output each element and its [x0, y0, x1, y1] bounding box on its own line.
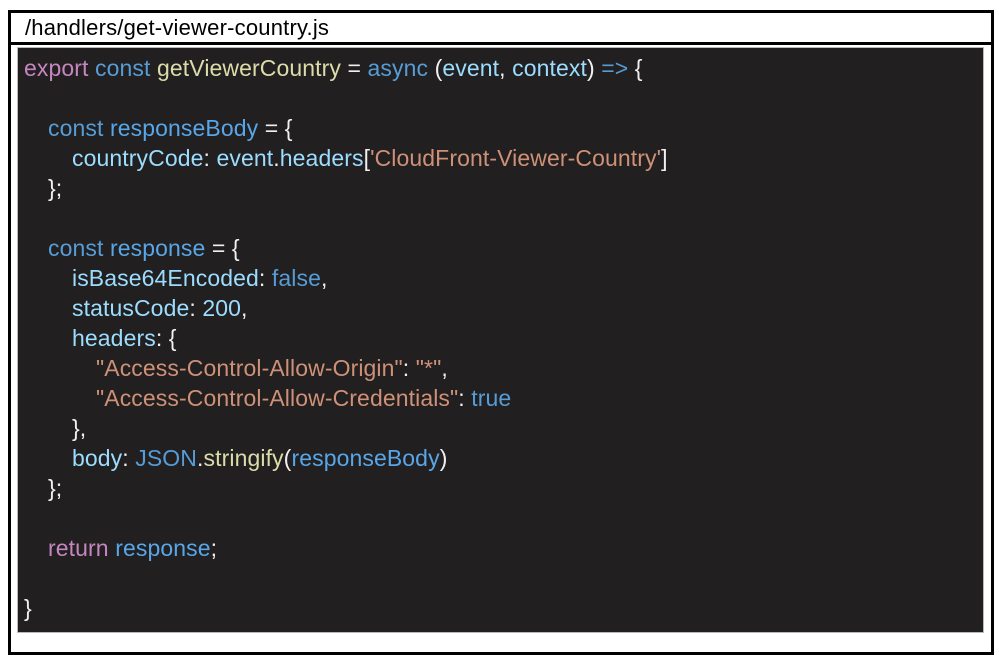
code-token: getViewerCountry: [157, 55, 342, 81]
code-line: headers: {: [18, 323, 983, 353]
code-token: (: [428, 55, 443, 81]
code-token: return: [48, 535, 109, 561]
code-line: }: [18, 593, 983, 623]
code-token: };: [48, 175, 63, 201]
code-token: }: [24, 595, 32, 621]
code-line: export const getViewerCountry = async (e…: [18, 53, 983, 83]
code-token: const: [48, 115, 104, 141]
code-line: };: [18, 473, 983, 503]
code-line: },: [18, 413, 983, 443]
code-token: JSON: [135, 445, 198, 471]
code-line: [18, 83, 983, 113]
code-token: ,: [441, 355, 448, 381]
code-token: },: [72, 415, 87, 441]
code-token: ,: [321, 265, 328, 291]
code-token: :: [258, 265, 272, 291]
code-token: :: [458, 385, 472, 411]
file-path: /handlers/get-viewer-country.js: [25, 14, 330, 40]
code-token: countryCode: [72, 145, 204, 171]
code-token: .: [197, 445, 204, 471]
code-token: ): [439, 445, 448, 471]
code-token: = {: [205, 235, 240, 261]
code-token: = {: [258, 115, 293, 141]
code-token: ]: [661, 145, 668, 171]
code-token: .: [273, 145, 280, 171]
code-token: true: [471, 385, 512, 411]
code-token: const: [95, 55, 151, 81]
code-token: responseBody: [109, 115, 259, 141]
code-token: :: [203, 145, 217, 171]
code-token: ,: [499, 55, 513, 81]
code-token: };: [48, 475, 63, 501]
code-token: context: [512, 55, 587, 81]
code-token: =>: [601, 55, 629, 81]
code-line: const response = {: [18, 233, 983, 263]
code-token: async: [367, 55, 429, 81]
code-line: isBase64Encoded: false,: [18, 263, 983, 293]
code-token: "Access-Control-Allow-Credentials": [96, 385, 459, 411]
code-token: ,: [241, 295, 248, 321]
code-token: body: [72, 445, 123, 471]
code-token: false: [271, 265, 321, 291]
code-token: isBase64Encoded: [72, 265, 259, 291]
code-token: 'CloudFront-Viewer-Country': [370, 145, 662, 171]
code-editor: export const getViewerCountry = async (e…: [17, 47, 984, 633]
code-token: response: [109, 235, 206, 261]
window-frame: /handlers/get-viewer-country.js export c…: [8, 10, 994, 655]
code-token: =: [341, 55, 368, 81]
code-line: return response;: [18, 533, 983, 563]
code-token: :: [189, 295, 203, 321]
code-token: : {: [155, 325, 177, 351]
code-line: body: JSON.stringify(responseBody): [18, 443, 983, 473]
code-token: stringify: [203, 445, 284, 471]
code-token: headers: [72, 325, 156, 351]
code-token: 200: [202, 295, 242, 321]
code-line: countryCode: event.headers['CloudFront-V…: [18, 143, 983, 173]
code-token: statusCode: [72, 295, 190, 321]
code-token: "Access-Control-Allow-Origin": [96, 355, 403, 381]
code-token: ;: [210, 535, 218, 561]
code-token: export: [24, 55, 89, 81]
code-line: statusCode: 200,: [18, 293, 983, 323]
code-line: [18, 503, 983, 533]
code-token: {: [628, 55, 643, 81]
code-line: };: [18, 173, 983, 203]
code-token: (: [283, 445, 292, 471]
code-token: [: [363, 145, 371, 171]
code-token: event: [442, 55, 500, 81]
code-line: "Access-Control-Allow-Credentials": true: [18, 383, 983, 413]
code-token: headers: [279, 145, 364, 171]
code-token: :: [402, 355, 416, 381]
code-token: const: [48, 235, 104, 261]
code-line: "Access-Control-Allow-Origin": "*",: [18, 353, 983, 383]
code-token: "*": [415, 355, 442, 381]
code-token: responseBody: [291, 445, 440, 471]
title-bar: /handlers/get-viewer-country.js: [11, 13, 991, 45]
code-token: event: [216, 145, 274, 171]
code-token: ): [586, 55, 602, 81]
code-line: [18, 203, 983, 233]
code-token: :: [122, 445, 136, 471]
code-line: const responseBody = {: [18, 113, 983, 143]
code-line: [18, 563, 983, 593]
code-token: response: [115, 535, 211, 561]
